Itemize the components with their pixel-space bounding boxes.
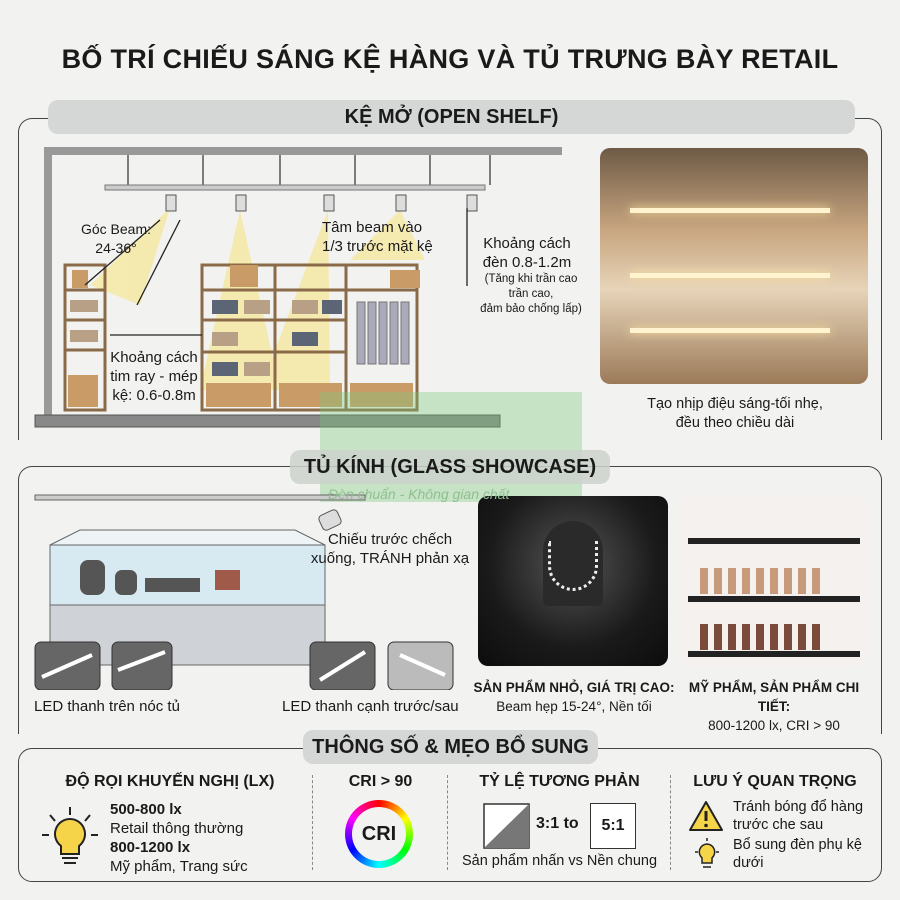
watermark-tagline: Đèn chuẩn - Không gian chất (328, 486, 510, 502)
lightbulb-icon (42, 807, 98, 864)
jewelry-photo (478, 496, 668, 666)
lux-desc-cosmetics: Mỹ phẩm, Trang sức (110, 858, 248, 875)
tips-header: THÔNG SỐ & MẸO BỔ SUNG (303, 730, 598, 764)
open-shelf-caption-1: Tạo nhịp điệu sáng-tối nhẹ, (647, 396, 823, 412)
contrast-from: 3:1 to (536, 815, 579, 832)
beam-center-value: 1/3 trước mặt kệ (322, 238, 433, 255)
contrast-note: Sản phẩm nhấn vs Nền chung (461, 853, 658, 869)
glass-showcase-header: TỦ KÍNH (GLASS SHOWCASE) (290, 450, 610, 484)
contrast-title: TỶ LỆ TƯƠNG PHẢN (479, 773, 640, 790)
lux-value-retail: 500-800 lx (110, 801, 182, 818)
lux-desc-retail: Retail thông thường (110, 820, 244, 837)
rail-distance-label: Khoảng cách (110, 349, 198, 366)
lux-title: ĐỘ RỌI KHUYẾN NGHỊ (LX) (65, 773, 275, 790)
page-title: BỐ TRÍ CHIẾU SÁNG KỆ HÀNG VÀ TỦ TRƯNG BÀ… (61, 44, 839, 74)
spacing-label: Khoảng cách (483, 235, 571, 252)
cri-ring-icon: CRI (345, 800, 413, 868)
spacing-note-3: đảm bảo chống lấp) (480, 303, 582, 315)
beam-angle-label: Góc Beam: (80, 221, 152, 237)
note-extra-light: Bổ sung đèn phụ kệ dưới (733, 837, 862, 871)
cosmetics-photo (680, 496, 868, 666)
open-shelf-photo (600, 148, 868, 384)
cosmetics-caption-detail: 800-1200 lx, CRI > 90 (708, 718, 840, 733)
cosmetics-caption-title: MỸ PHẨM, SẢN PHẨM CHI TIẾT: (688, 680, 860, 714)
note-shadow: Tránh bóng đổ hàng trước che sau (733, 799, 864, 833)
contrast-swatch-icon (483, 803, 530, 849)
open-shelf-caption-2: đều theo chiều dài (675, 415, 795, 431)
open-shelf-diagram (34, 147, 562, 428)
lux-value-cosmetics: 800-1200 lx (110, 839, 191, 856)
notes-title: LƯU Ý QUAN TRỌNG (693, 773, 857, 790)
spacing-note-1: (Tăng khi trần cao (484, 273, 578, 285)
led-top-label: LED thanh trên nóc tủ (34, 698, 180, 715)
jewelry-caption-title: SẢN PHẨM NHỎ, GIÁ TRỊ CAO: (473, 680, 675, 695)
rail-distance-label-2: tim ray - mép (110, 368, 198, 385)
cri-badge: CRI (352, 807, 406, 861)
spacing-note-2: trần cao, (508, 288, 554, 300)
beam-center-label: Tâm beam vào (322, 219, 423, 236)
beam-angle-value: 24-36° (95, 240, 137, 256)
spacing-value: đèn 0.8-1.2m (482, 254, 572, 271)
spot-note-2: xuống, TRÁNH phản xạ (310, 550, 470, 567)
open-shelf-header: KỆ MỞ (OPEN SHELF) (48, 100, 855, 134)
spot-note-1: Chiếu trước chếch (327, 531, 453, 548)
jewelry-caption-detail: Beam hẹp 15-24°, Nền tối (496, 699, 652, 714)
rail-distance-value: kệ: 0.6-0.8m (112, 387, 196, 404)
glass-showcase-diagram (34, 494, 454, 690)
contrast-to: 5:1 (590, 803, 636, 849)
cri-title: CRI > 90 (348, 773, 413, 790)
led-side-label: LED thanh cạnh trước/sau (282, 698, 459, 715)
small-lightbulb-icon (695, 838, 719, 868)
warning-icon (689, 801, 723, 831)
